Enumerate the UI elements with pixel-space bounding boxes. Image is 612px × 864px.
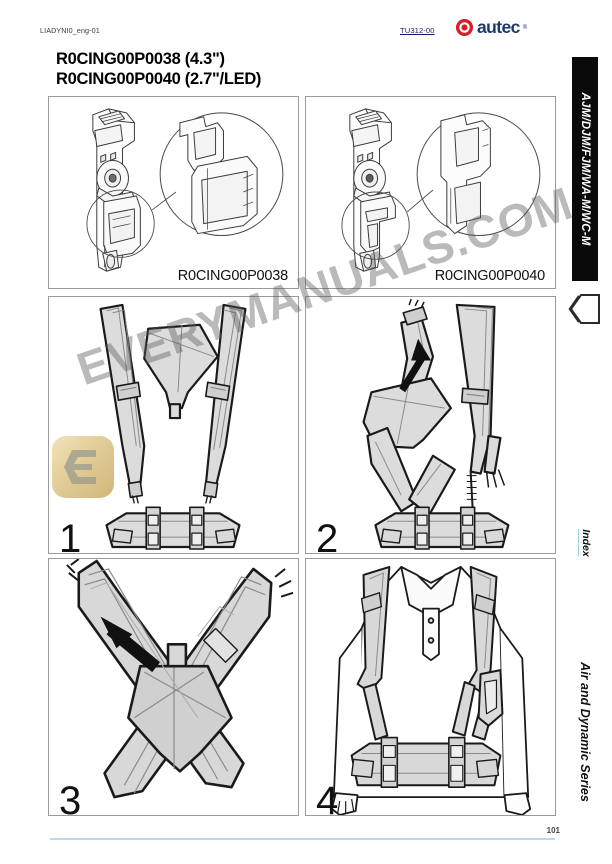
doc-reference-link[interactable]: TU312-00 (400, 26, 435, 35)
autec-logo: autec ® (455, 18, 527, 37)
step-number: 2 (316, 517, 339, 561)
series-tab-label: AJM/DJM/FJM/WA-M/WC-M (579, 92, 591, 246)
step-panel-4: 4 (305, 558, 556, 821)
footer-divider (50, 838, 555, 840)
step-panel-1: 1 (48, 296, 299, 559)
left-pentagon-arrow-icon[interactable] (568, 291, 604, 327)
trademark-symbol: ® (522, 24, 528, 31)
document-code: LIADYNI0_eng-01 (40, 26, 100, 35)
step-number: 1 (59, 517, 82, 561)
step-number: 4 (316, 779, 339, 823)
autec-wordmark: autec (477, 16, 520, 37)
sidebar-index-tab[interactable]: Index (572, 508, 598, 578)
product-panel-0040: R0CING00P0040 (305, 96, 556, 289)
product-caption: R0CING00P0040 (434, 268, 545, 284)
step-number: 3 (59, 779, 82, 823)
sidebar-series-tab[interactable]: Air and Dynamic Series (572, 648, 598, 816)
product-caption: R0CING00P0038 (177, 268, 288, 284)
autec-spiral-logo-icon (455, 18, 474, 37)
page-number: 101 (546, 826, 560, 835)
page-title-line-2: R0CING00P0040 (2.7"/LED) (56, 70, 262, 88)
sidebar-series-label: Air and Dynamic Series (578, 662, 592, 802)
step-2-illustration (306, 297, 555, 553)
product-drawing-0040 (306, 97, 555, 288)
product-panel-0038: R0CING00P0038 (48, 96, 299, 289)
product-drawing-0038 (49, 97, 298, 288)
step-4-illustration (306, 559, 555, 815)
series-tab-ajm-djm-fjm[interactable]: AJM/DJM/FJM/WA-M/WC-M (572, 57, 598, 281)
step-panel-3: 3 (48, 558, 299, 821)
step-1-illustration (49, 297, 298, 553)
step-3-illustration (49, 559, 298, 815)
step-panel-2: 2 (305, 296, 556, 559)
sidebar-index-label: Index (578, 529, 592, 557)
page-title-line-1: R0CING00P0038 (4.3") (56, 50, 225, 68)
